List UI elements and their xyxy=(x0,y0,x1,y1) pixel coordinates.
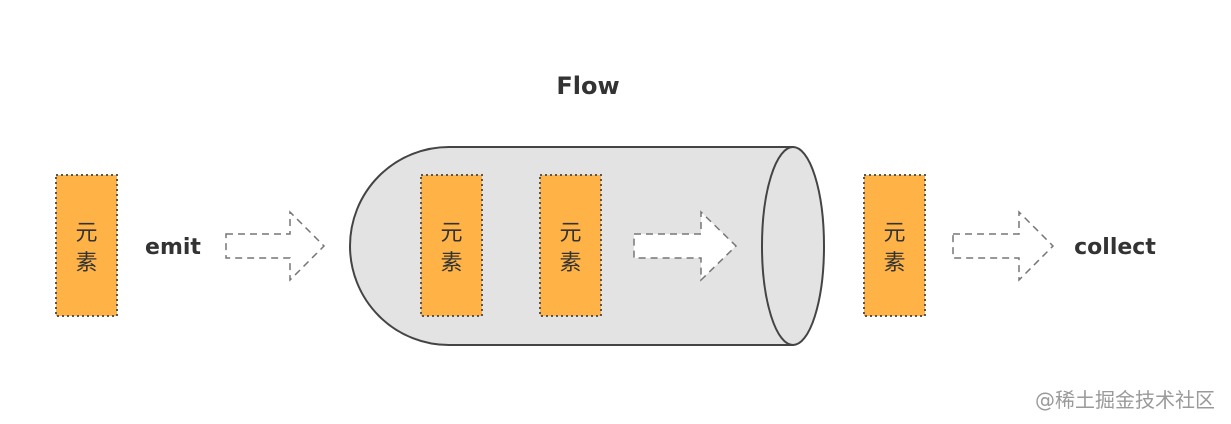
element-label-line1: 元 xyxy=(559,221,581,246)
diagram-title: Flow xyxy=(556,72,619,100)
element-box-output: 元 素 xyxy=(863,174,926,317)
watermark-text: @稀土掘金技术社区 xyxy=(1035,388,1215,412)
element-box-source: 元 素 xyxy=(55,174,118,317)
arrow-emit-to-flow xyxy=(225,210,326,282)
element-label-line2: 素 xyxy=(440,251,462,276)
arrow-in-flow xyxy=(633,210,738,282)
collect-label: collect xyxy=(1074,235,1156,260)
element-label-line2: 素 xyxy=(75,251,97,276)
arrow-to-collect xyxy=(952,210,1055,282)
element-label-line1: 元 xyxy=(75,221,97,246)
pipe-end-cap xyxy=(761,146,825,346)
element-box-in-flow-1: 元 素 xyxy=(420,174,483,317)
element-label-line2: 素 xyxy=(883,251,905,276)
element-label-line1: 元 xyxy=(440,221,462,246)
element-label-line2: 素 xyxy=(559,251,581,276)
emit-label: emit xyxy=(145,235,201,260)
element-box-in-flow-2: 元 素 xyxy=(539,174,602,317)
element-label-line1: 元 xyxy=(883,221,905,246)
